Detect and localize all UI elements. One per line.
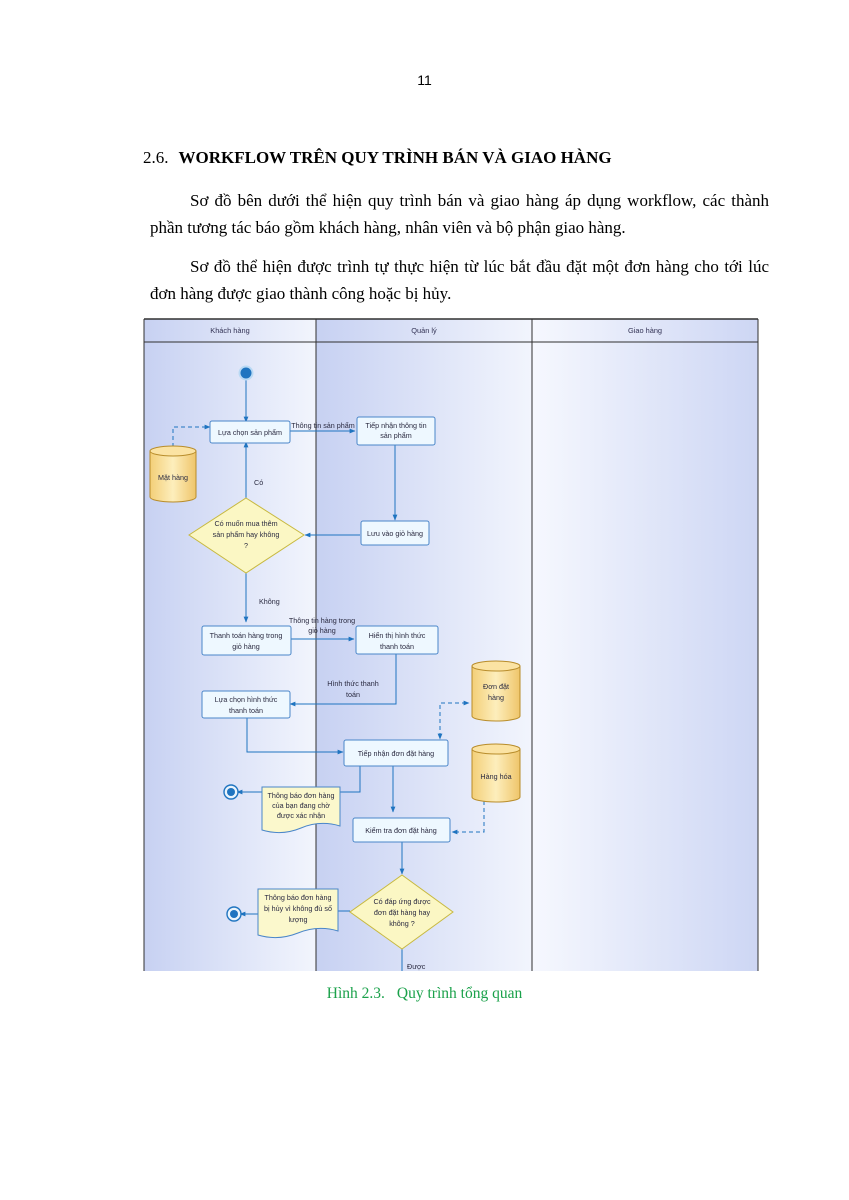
datastore-products: Mặt hàng	[149, 445, 197, 503]
decision-can-fulfill-line2: đơn đặt hàng hay	[374, 908, 431, 917]
node-show-payment-methods: Hiển thị hình thức thanh toán	[355, 625, 439, 655]
node-choose-payment: Lựa chọn hình thức thanh toán	[201, 690, 291, 719]
node-choose-payment-line2: thanh toán	[229, 706, 263, 715]
node-receive-order: Tiếp nhận đơn đặt hàng	[343, 739, 449, 767]
node-show-payment-methods-line2: thanh toán	[380, 642, 414, 651]
workflow-diagram: Khách hàng Quản lý Giao hàng	[142, 317, 760, 971]
datastore-orders-line1: Đơn đặt	[483, 682, 509, 691]
node-show-payment-methods-line1: Hiển thị hình thức	[369, 631, 426, 640]
start-node	[238, 365, 254, 381]
edge-label-payment-method-line1: Hình thức thanh	[327, 679, 379, 688]
node-select-product-label: Lựa chọn sản phẩm	[218, 428, 282, 437]
datastore-orders-line2: hàng	[488, 693, 504, 702]
decision-can-fulfill-line1: Có đáp ứng được	[373, 897, 430, 906]
section-number: 2.6.	[143, 148, 169, 167]
lane-header-delivery: Giao hàng	[628, 326, 662, 335]
note-cancelled-line1: Thông báo đơn hàng	[264, 893, 331, 902]
edge-label-yes: Có	[254, 478, 263, 487]
edge-label-cart-info-line1: Thông tin hàng trong	[289, 616, 355, 625]
lane-header-customer: Khách hàng	[210, 326, 249, 335]
node-check-order: Kiểm tra đơn đặt hàng	[352, 817, 451, 843]
caption-text: Quy trình tổng quan	[396, 985, 523, 1002]
page-number: 11	[417, 72, 432, 88]
decision-can-fulfill: Có đáp ứng được đơn đặt hàng hay không ?	[349, 874, 454, 950]
workflow-svg: Khách hàng Quản lý Giao hàng	[143, 318, 759, 971]
lane-delivery	[532, 319, 758, 971]
note-pending-line1: Thông báo đơn hàng	[267, 791, 334, 800]
node-check-order-label: Kiểm tra đơn đặt hàng	[365, 826, 436, 835]
node-choose-payment-line1: Lựa chọn hình thức	[215, 695, 278, 704]
node-receive-product-info-line1: Tiếp nhận thông tin	[365, 421, 426, 430]
note-pending-line2: của bạn đang chờ	[272, 801, 330, 810]
paragraph-2: Sơ đồ thể hiện được trình tự thực hiện t…	[150, 257, 769, 303]
node-save-to-cart: Lưu vào giỏ hàng	[360, 520, 430, 546]
edge-label-payment-method-line2: toán	[346, 690, 360, 699]
note-cancelled-line3: lượng	[288, 915, 307, 924]
decision-buy-more-line1: Có muốn mua thêm	[214, 519, 277, 528]
decision-buy-more-line3: ?	[244, 541, 248, 550]
node-checkout-cart: Thanh toán hàng trong giỏ hàng	[201, 625, 292, 656]
datastore-goods-label: Hàng hóa	[480, 772, 511, 781]
note-order-cancelled: Thông báo đơn hàng bị hủy vì không đủ số…	[257, 888, 339, 939]
edge-label-no: Không	[259, 597, 280, 606]
caption-number: Hình 2.3.	[326, 985, 385, 1002]
end-node-pending	[223, 784, 239, 800]
datastore-products-label: Mặt hàng	[158, 473, 188, 482]
node-checkout-cart-line2: giỏ hàng	[232, 642, 260, 651]
node-receive-product-info: Tiếp nhận thông tin sản phẩm	[356, 416, 436, 446]
node-save-to-cart-label: Lưu vào giỏ hàng	[367, 529, 423, 538]
edges	[172, 379, 485, 971]
edge-label-cart-info-line2: giỏ hàng	[308, 626, 336, 635]
node-select-product: Lựa chọn sản phẩm	[209, 420, 291, 444]
node-checkout-cart-line1: Thanh toán hàng trong	[210, 631, 283, 640]
lane-header-manager: Quản lý	[411, 326, 437, 335]
end-node-cancelled	[226, 906, 242, 922]
note-cancelled-line2: bị hủy vì không đủ số	[264, 904, 332, 913]
decision-can-fulfill-line3: không ?	[389, 919, 415, 928]
datastore-goods: Hàng hóa	[471, 743, 521, 803]
decision-buy-more-line2: sản phẩm hay không	[213, 530, 280, 539]
edge-label-approved: Được	[407, 962, 426, 971]
note-pending-confirmation: Thông báo đơn hàng của bạn đang chờ được…	[261, 786, 341, 834]
node-receive-order-label: Tiếp nhận đơn đặt hàng	[358, 749, 434, 758]
decision-buy-more: Có muốn mua thêm sản phẩm hay không ?	[188, 497, 305, 574]
section-title: WORKFLOW TRÊN QUY TRÌNH BÁN VÀ GIAO HÀNG	[178, 148, 612, 167]
paragraph-1: Sơ đồ bên dưới thể hiện quy trình bán và…	[150, 191, 769, 237]
datastore-orders: Đơn đặt hàng	[471, 660, 521, 722]
figure-caption: Hình 2.3. Quy trình tổng quan	[0, 985, 849, 1003]
edge-label-product-info: Thông tin sản phẩm	[291, 421, 355, 430]
node-receive-product-info-line2: sản phẩm	[380, 431, 412, 440]
section-heading: 2.6. WORKFLOW TRÊN QUY TRÌNH BÁN VÀ GIAO …	[143, 148, 612, 168]
note-pending-line3: được xác nhận	[277, 811, 325, 820]
